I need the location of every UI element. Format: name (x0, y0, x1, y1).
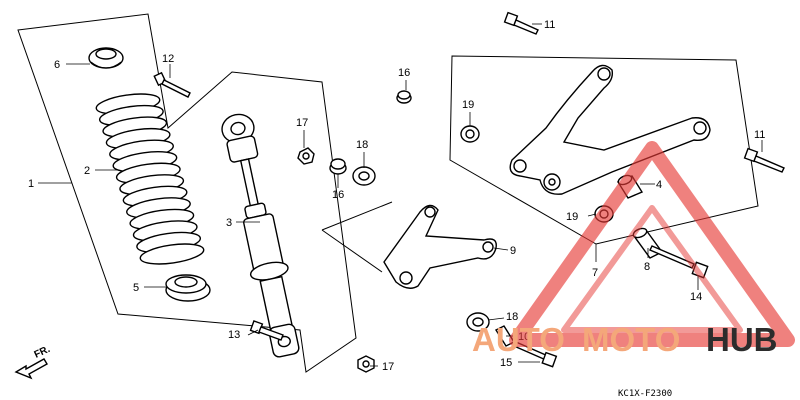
label-part-17-upper: 17 (296, 117, 308, 129)
spring-seat-top (88, 47, 124, 69)
label-part-11-top: 11 (544, 19, 555, 31)
watermark-word-hub: HUB (706, 321, 778, 358)
label-part-2: 2 (84, 165, 90, 177)
bolt-11-top (503, 11, 539, 35)
label-part-15: 15 (500, 357, 512, 369)
collar-16-lower (329, 158, 347, 175)
label-part-18-upper: 18 (356, 139, 368, 151)
bearing-19-upper (460, 125, 480, 143)
cushion-arm (509, 64, 711, 195)
label-part-3: 3 (226, 217, 232, 229)
label-part-18-lower: 18 (506, 311, 518, 323)
label-part-13: 13 (228, 329, 240, 341)
label-part-1: 1 (28, 178, 34, 190)
watermark-text: AUTO MOTO HUB (472, 321, 778, 358)
nut-17-lower (357, 355, 375, 373)
label-part-14: 14 (690, 291, 702, 303)
label-part-12: 12 (162, 53, 174, 65)
label-part-16-upper: 16 (398, 67, 410, 79)
leader-lines (38, 23, 763, 367)
shock-link (383, 204, 497, 289)
label-part-7: 7 (592, 267, 598, 279)
nut-17-upper (297, 147, 315, 165)
label-part-11-right: 11 (754, 129, 765, 141)
seal-18-upper (352, 166, 376, 186)
label-part-6: 6 (54, 59, 60, 71)
label-part-4: 4 (656, 179, 662, 191)
watermark-logo (509, 141, 795, 347)
label-part-8: 8 (644, 261, 650, 273)
watermark-word-auto: AUTO (472, 321, 565, 358)
link-group-frame (321, 201, 393, 273)
shock-absorber (221, 113, 300, 358)
drawing-code: KC1X-F2300 (618, 389, 672, 399)
seal-18-lower (466, 312, 490, 332)
collar-16-upper (396, 90, 412, 104)
label-part-17-lower: 17 (382, 361, 394, 373)
shock-assembly-frame (17, 13, 357, 373)
label-part-5: 5 (133, 282, 139, 294)
watermark-triangle-inner (561, 205, 743, 333)
spring-coil (139, 243, 205, 265)
label-part-16-lower: 16 (332, 189, 344, 201)
front-arrow-icon (14, 358, 48, 380)
watermark-triangle-outer (509, 141, 795, 347)
cushion-arm-frame (449, 55, 759, 245)
coil-spring (95, 93, 205, 265)
label-part-19-lower: 19 (566, 211, 578, 223)
bolt-12 (153, 71, 191, 98)
watermark-word-moto: MOTO (582, 321, 680, 358)
front-direction-marker: FR. (14, 344, 52, 380)
bolt-13 (249, 320, 284, 341)
bolt-11-right (743, 147, 785, 173)
label-part-19-upper: 19 (462, 99, 474, 111)
front-marker-label: FR. (33, 344, 52, 361)
label-part-9: 9 (510, 245, 516, 257)
spring-seat-bottom (165, 274, 211, 302)
